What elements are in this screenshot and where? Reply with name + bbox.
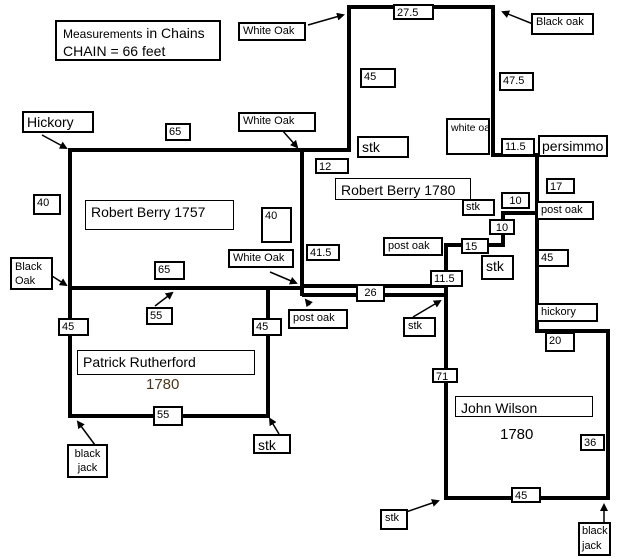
corner-white-oak-top: White Oak bbox=[238, 22, 306, 41]
arrow-black-jack-left bbox=[76, 420, 96, 446]
corner-stk-top: stk bbox=[357, 136, 409, 158]
distance-top: 27.5 bbox=[393, 4, 434, 20]
arrow-post-oak-lower bbox=[304, 298, 313, 308]
corner-white-oak-lower: White Oak bbox=[228, 249, 294, 268]
distance-step-15: 15 bbox=[461, 238, 489, 254]
corner-black-oak-left: Black Oak bbox=[10, 257, 53, 290]
distance-step-11-5-top: 11.5 bbox=[501, 138, 535, 156]
distance-wilson-west: 71 bbox=[432, 368, 458, 383]
distance-small-step: 12 bbox=[315, 158, 349, 174]
arrow-55-top bbox=[154, 291, 174, 307]
corner-stk-small: stk bbox=[462, 199, 495, 216]
distance-step-11-5-mid: 11.5 bbox=[430, 270, 463, 287]
corner-post-oak-center: post oak bbox=[383, 237, 443, 256]
boundary-step bbox=[444, 211, 537, 286]
arrow-hickory-left bbox=[41, 134, 68, 149]
corner-stk-mid: stk bbox=[403, 317, 436, 337]
corner-stk-bottom: stk bbox=[380, 509, 408, 530]
distance-berry1757-right: 40 bbox=[261, 207, 292, 243]
corner-persimmon: persimmo bbox=[538, 135, 608, 157]
measurement-legend: Measurements in Chains CHAIN = 66 feet bbox=[55, 20, 221, 61]
distance-upper-left: 45 bbox=[360, 68, 396, 88]
corner-black-jack-left: black jack bbox=[67, 444, 108, 478]
distance-wilson-east: 36 bbox=[580, 434, 605, 451]
corner-black-jack-right: black jack bbox=[578, 522, 611, 556]
distance-wilson-north: 20 bbox=[545, 332, 575, 352]
distance-right-45: 45 bbox=[537, 249, 569, 267]
parcel-label-wilson: John Wilson bbox=[455, 396, 593, 417]
distance-berry1757-left: 40 bbox=[33, 194, 61, 215]
distance-berry1780-west: 41.5 bbox=[306, 244, 340, 261]
arrow-white-oak-mid bbox=[281, 129, 299, 149]
distance-step-10-a: 10 bbox=[501, 192, 530, 209]
distance-rutherford-right: 45 bbox=[252, 318, 282, 336]
parcel-label-berry-1757: Robert Berry 1757 bbox=[85, 200, 234, 230]
corner-white-oak-mid: White Oak bbox=[238, 112, 316, 132]
corner-black-oak-top: Black oak bbox=[531, 13, 594, 35]
corner-stk-rutherford: stk bbox=[253, 434, 291, 454]
arrow-white-oak-top bbox=[307, 12, 345, 26]
distance-rutherford-top: 55 bbox=[146, 307, 173, 325]
parcel-label-berry-1780: Robert Berry 1780 bbox=[335, 178, 471, 200]
distance-rutherford-left: 45 bbox=[58, 318, 89, 336]
distance-rutherford-bottom: 55 bbox=[153, 406, 183, 426]
parcel-label-rutherford: Patrick Rutherford bbox=[77, 350, 255, 375]
distance-berry1757-bottom: 65 bbox=[154, 261, 185, 280]
arrow-stk-rutherford bbox=[268, 417, 280, 435]
legend-line1-rest: in Chains bbox=[142, 25, 205, 41]
legend-line2: CHAIN = 66 feet bbox=[63, 43, 166, 59]
corner-white-oak-inner: white oak bbox=[446, 118, 490, 155]
corner-hickory-left: Hickory bbox=[22, 111, 94, 133]
arrow-stk-mid bbox=[412, 299, 442, 318]
distance-step-10-b: 10 bbox=[489, 219, 515, 235]
arrow-white-oak-lower bbox=[269, 271, 298, 285]
corner-post-oak-lower: post oak bbox=[288, 309, 348, 329]
distance-mid-26: 26 bbox=[356, 284, 385, 302]
distance-upper-right: 47.5 bbox=[499, 72, 534, 91]
arrow-stk-bottom bbox=[405, 499, 440, 513]
corner-post-oak-right: post oak bbox=[536, 201, 594, 220]
legend-line1-small: Measurements bbox=[63, 27, 143, 41]
distance-berry1757-top: 65 bbox=[165, 123, 191, 141]
corner-stk-center: stk bbox=[481, 255, 514, 280]
parcel-year-wilson: 1780 bbox=[500, 426, 534, 443]
distance-right-17: 17 bbox=[546, 178, 575, 194]
arrow-black-oak-left bbox=[51, 275, 68, 287]
corner-hickory-right: hickory bbox=[536, 303, 598, 322]
parcel-year-rutherford: 1780 bbox=[146, 376, 180, 393]
arrow-black-oak-top bbox=[501, 10, 534, 25]
distance-wilson-south: 45 bbox=[511, 487, 541, 503]
